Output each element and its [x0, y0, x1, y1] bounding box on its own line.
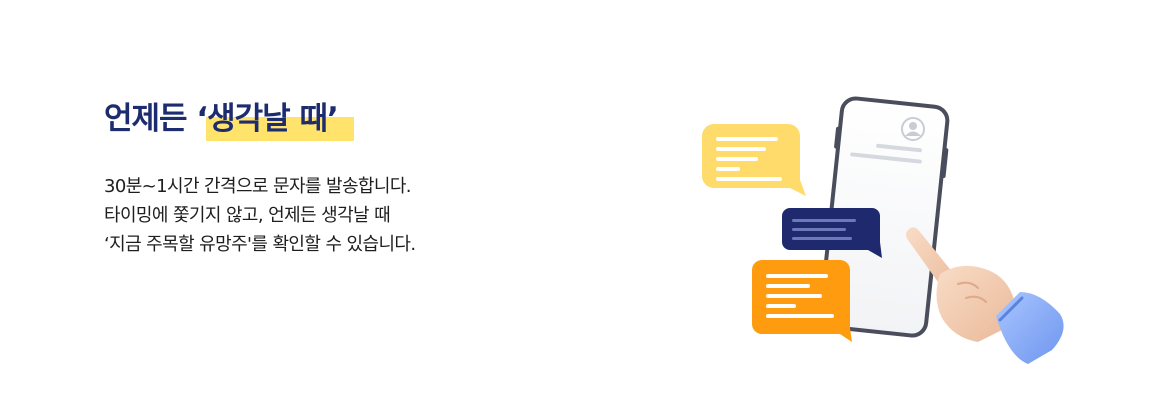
headline: 언제든 ‘생각날 때’	[104, 96, 624, 142]
headline-highlight-text: ‘생각날 때’	[196, 101, 338, 137]
phone-message-lines	[850, 143, 922, 164]
text-block: 언제든 ‘생각날 때’ 30분~1시간 간격으로 문자를 발송합니다. 타이밍에…	[104, 96, 624, 259]
messaging-illustration	[702, 96, 1064, 364]
yellow-chat-bubble-icon	[702, 124, 806, 196]
headline-highlight: ‘생각날 때’	[196, 96, 354, 142]
headline-plain: 언제든	[104, 101, 197, 137]
profile-avatar-icon	[901, 117, 925, 141]
navy-chat-bubble-icon	[782, 208, 882, 258]
orange-chat-bubble-icon	[752, 260, 852, 342]
description: 30분~1시간 간격으로 문자를 발송합니다. 타이밍에 쫓기지 않고, 언제든…	[104, 172, 624, 259]
description-line: 30분~1시간 간격으로 문자를 발송합니다.	[104, 176, 412, 197]
description-line: ‘지금 주목할 유망주'를 확인할 수 있습니다.	[104, 234, 416, 255]
highlight-bar	[206, 117, 354, 141]
pointing-hand-icon	[906, 227, 1064, 364]
description-line: 타이밍에 쫓기지 않고, 언제든 생각날 때	[104, 205, 391, 226]
